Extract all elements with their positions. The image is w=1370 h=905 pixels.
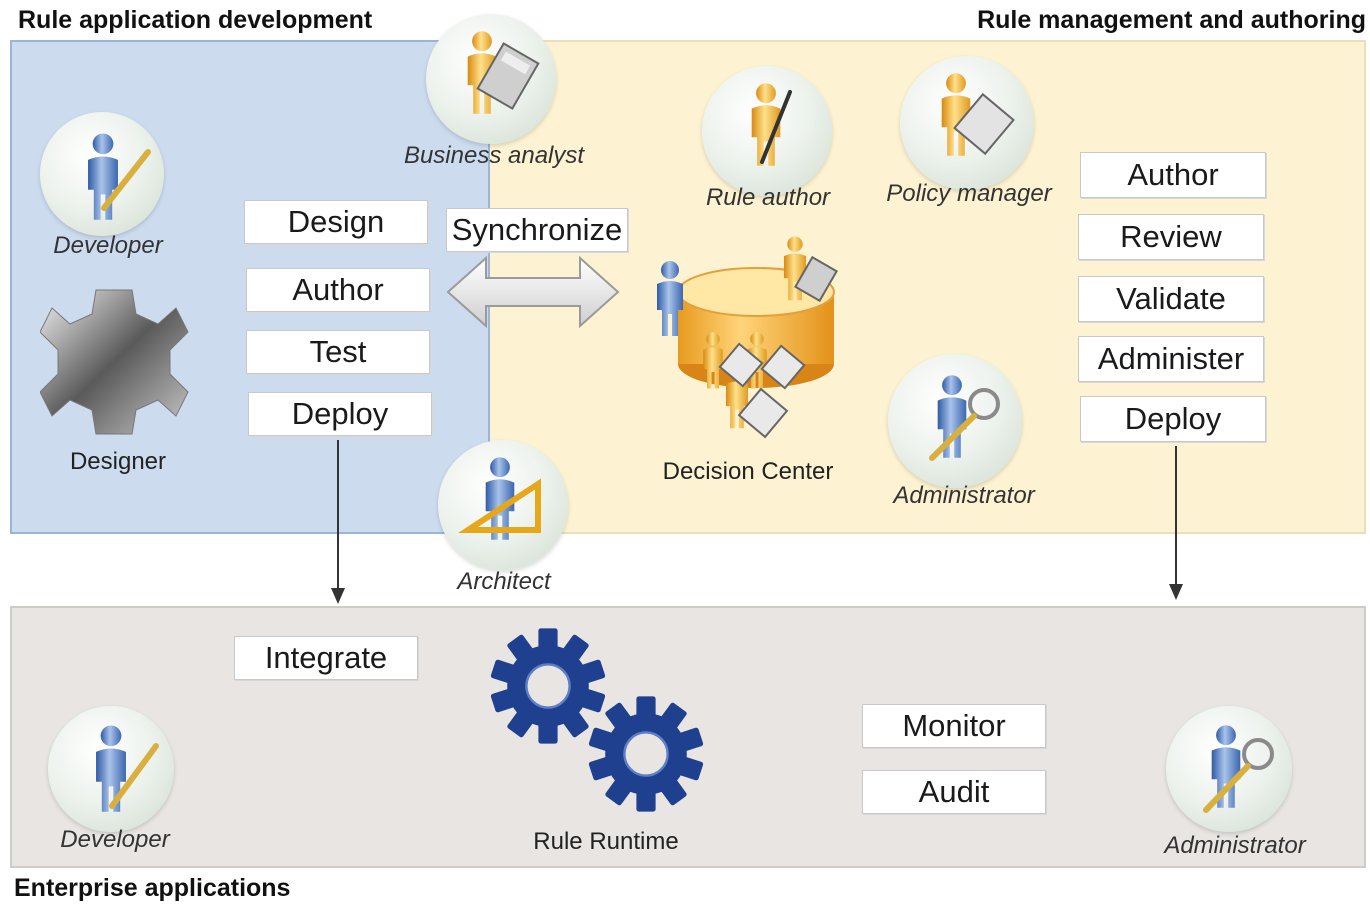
decision-center-icon xyxy=(657,236,838,439)
rule-development-title: Rule application development xyxy=(18,6,373,34)
administrator-label: Administrator xyxy=(893,482,1035,509)
developer-avatar xyxy=(40,112,164,236)
developer-icon xyxy=(88,133,151,220)
task-design: Design xyxy=(244,200,428,244)
rule-author-icon xyxy=(751,83,792,166)
administrator-bottom-label: Administrator xyxy=(1164,832,1306,859)
rule-management-title: Rule management and authoring xyxy=(977,6,1366,34)
dev-deploy-arrow xyxy=(331,440,345,604)
architect-label: Architect xyxy=(457,568,551,595)
policy-manager-icon xyxy=(941,73,1015,156)
sync-label: Synchronize xyxy=(446,208,628,252)
enterprise-title: Enterprise applications xyxy=(14,874,291,902)
business-analyst-avatar xyxy=(426,14,556,144)
policy-manager-avatar xyxy=(900,56,1034,190)
business-analyst-icon xyxy=(467,31,540,114)
rule-runtime-gears-icon xyxy=(489,627,705,813)
administrator-bottom-avatar xyxy=(1166,706,1292,832)
designer-label: Designer xyxy=(69,448,167,475)
task-review: Review xyxy=(1078,214,1264,260)
task-monitor: Monitor xyxy=(862,704,1046,748)
rule-author-label: Rule author xyxy=(705,184,831,211)
administrator-avatar xyxy=(888,354,1022,488)
task-audit: Audit xyxy=(862,770,1046,814)
architect-avatar xyxy=(438,440,568,570)
administrator-bottom-icon xyxy=(1203,725,1274,813)
developer-bottom-label: Developer xyxy=(60,826,170,853)
business-analyst-label: Business analyst xyxy=(403,142,585,169)
task-administer: Administer xyxy=(1078,336,1264,382)
developer-bottom-icon xyxy=(96,725,159,812)
task-dev-deploy: Deploy xyxy=(248,392,432,436)
developer-bottom-avatar xyxy=(48,706,174,832)
decision-center-label: Decision Center xyxy=(662,458,834,485)
task-mgmt-deploy: Deploy xyxy=(1080,396,1266,442)
task-integrate: Integrate xyxy=(234,636,418,680)
policy-manager-label: Policy manager xyxy=(886,180,1052,207)
task-test: Test xyxy=(246,330,430,374)
administrator-icon xyxy=(929,375,1000,461)
mgmt-deploy-arrow xyxy=(1169,446,1183,600)
developer-label: Developer xyxy=(53,232,163,259)
task-mgmt-author: Author xyxy=(1080,152,1266,198)
task-validate: Validate xyxy=(1078,276,1264,322)
synchronize-arrow-icon xyxy=(446,255,620,329)
designer-gear-icon xyxy=(40,289,189,435)
rule-runtime-label: Rule Runtime xyxy=(533,828,679,855)
rule-author-avatar xyxy=(702,66,832,196)
architect-icon xyxy=(457,457,541,540)
task-dev-author: Author xyxy=(246,268,430,312)
